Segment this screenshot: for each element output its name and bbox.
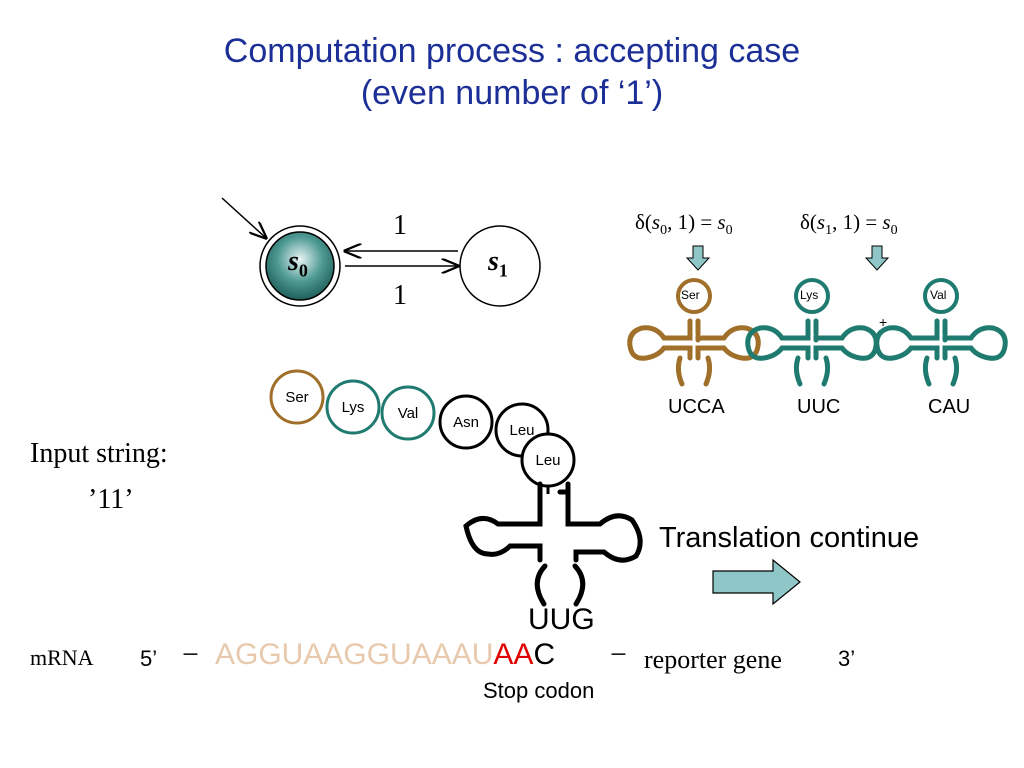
amino-label-lys: Lys [342, 399, 365, 416]
amino-circle-asn [438, 394, 494, 450]
trna-lys [748, 278, 877, 384]
dash-1: − [182, 638, 199, 671]
trna-big [463, 481, 643, 607]
slide-title-line1: Computation process : accepting case [223, 32, 801, 70]
translation-arrow [712, 558, 801, 606]
dash-2: − [610, 638, 627, 671]
trna-ser [630, 278, 759, 384]
seq-stop-black: C [533, 638, 556, 671]
state-s1-label: s1 [488, 246, 508, 281]
five-prime: 5’ [140, 646, 158, 671]
state-s1 [459, 225, 541, 307]
amino-label-ser: Ser [285, 389, 308, 406]
down-arrow-2 [864, 245, 890, 271]
transition-0: δ(s0, 1) = s0 [635, 210, 733, 239]
trna-val [877, 278, 1006, 384]
three-prime: 3’ [838, 646, 856, 671]
amino-label-leu: Leu [535, 452, 560, 469]
plus-sign: + [879, 314, 888, 330]
edge-top-label: 1 [393, 210, 407, 241]
amino-label-val: Val [398, 405, 419, 422]
amino-label-leu: Leu [509, 422, 534, 439]
amino-circle-val [380, 385, 436, 441]
stop-codon-label: Stop codon [483, 678, 595, 703]
input-string-label: Input string: [30, 438, 168, 469]
down-arrow-1 [685, 245, 711, 271]
automaton [221, 197, 541, 307]
reporter-gene: reporter gene [644, 645, 782, 674]
translation-label: Translation continue [659, 522, 920, 554]
transition-1: δ(s1, 1) = s0 [800, 210, 898, 239]
mrna-sequence: AGGUAAGGUAAAUAAC [215, 638, 555, 672]
trna-lys-anticodon: UUC [797, 396, 841, 418]
mrna-label: mRNA [30, 645, 94, 670]
input-string-value: ’11’ [88, 484, 134, 515]
state-s0-label: s0 [288, 246, 308, 281]
trna-val-amino: Val [930, 288, 947, 302]
seq-stop-red: AA [493, 638, 534, 671]
amino-circle-ser [269, 369, 325, 425]
edge-bottom-label: 1 [393, 280, 407, 311]
trna-lys-amino: Lys [800, 288, 819, 302]
big-trna-anticodon: UUG [528, 603, 595, 636]
state-s0 [265, 231, 335, 301]
seq-normal: AGGUAAGGUAAAU [215, 638, 494, 671]
slide-title-line2: (even number of ‘1’) [360, 74, 664, 112]
trna-ser-anticodon: UCCA [668, 396, 725, 418]
amino-label-asn: Asn [453, 414, 479, 431]
trna-val-anticodon: CAU [928, 396, 971, 418]
start-arrow [221, 197, 266, 238]
amino-circle-lys [325, 379, 381, 435]
trna-ser-amino: Ser [681, 288, 700, 302]
